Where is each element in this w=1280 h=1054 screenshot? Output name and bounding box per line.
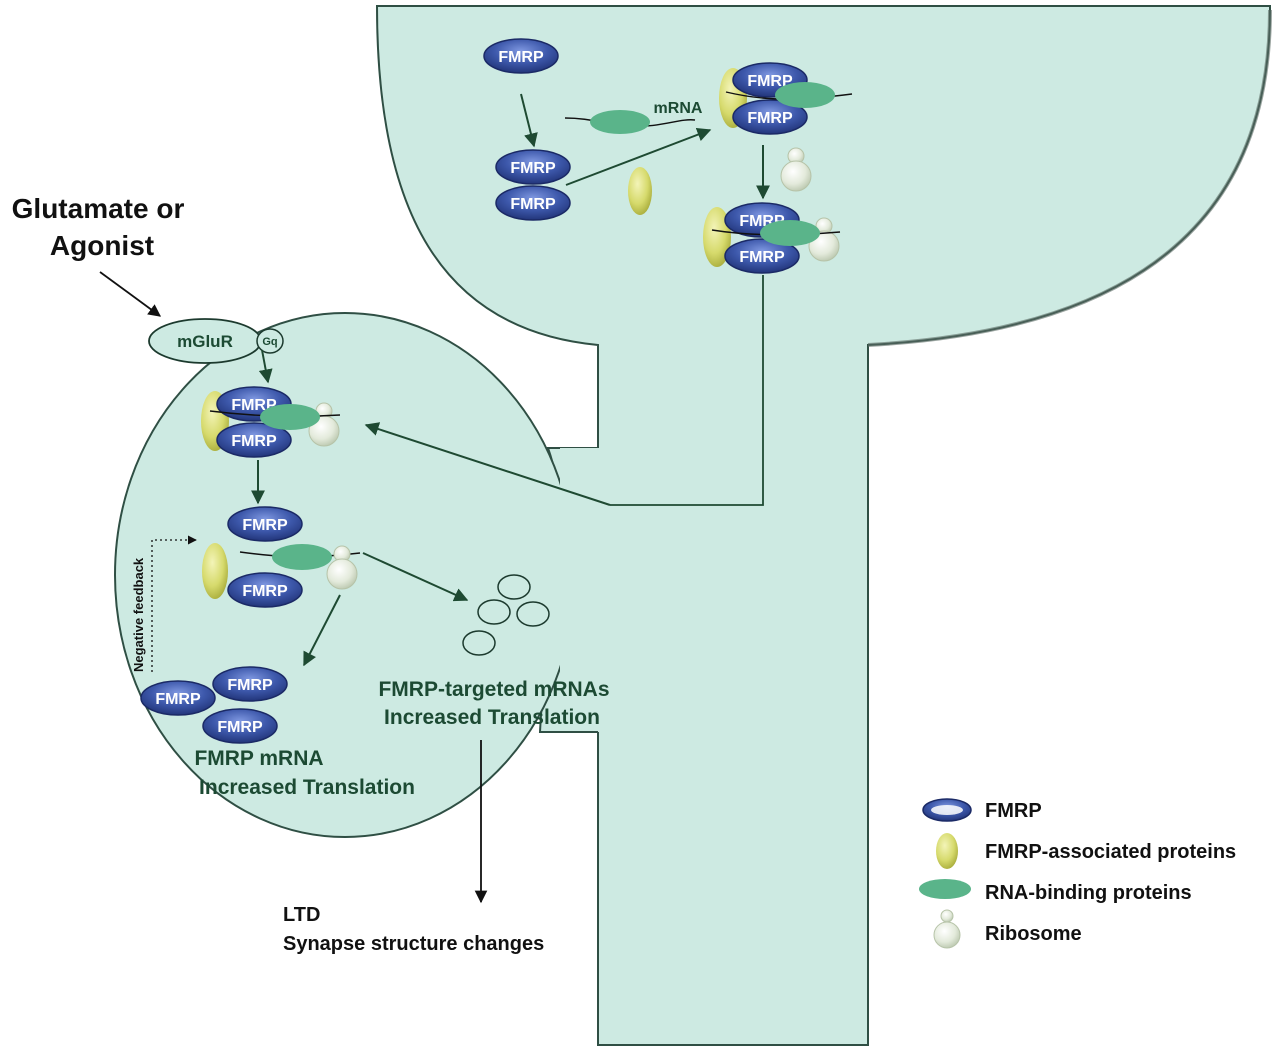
fmrp-mrna-caption-line1: FMRP mRNA — [194, 747, 323, 770]
outcome-line2: Synapse structure changes — [283, 933, 544, 955]
mglur-receptor: mGluR — [148, 318, 262, 364]
targeted-caption-line1: FMRP-targeted mRNAs — [378, 678, 609, 701]
svg-text:FMRP: FMRP — [747, 73, 793, 90]
svg-text:FMRP: FMRP — [231, 433, 277, 450]
protein-products — [462, 574, 550, 656]
legend-label-rbp: RNA-binding proteins — [985, 882, 1192, 904]
fmrp-released: FMRP — [227, 506, 303, 542]
legend-item-ribosome: Ribosome — [933, 909, 1082, 949]
mrna-label: mRNA — [654, 100, 703, 117]
negative-feedback-label: Negative feedback — [131, 557, 146, 672]
svg-text:FMRP: FMRP — [510, 160, 556, 177]
stimulus-arrow — [99, 271, 162, 317]
legend-label-fmrp: FMRP — [985, 800, 1042, 822]
svg-text:FMRP: FMRP — [739, 249, 785, 266]
fmrp-complex-bulb: FMRP FMRP — [201, 386, 341, 458]
fmrp-new-cluster: FMRP FMRP FMRP — [140, 666, 288, 744]
legend-item-rbp: RNA-binding proteins — [919, 879, 1192, 904]
legend: FMRP FMRP-associated proteins RNA-bindin… — [919, 798, 1236, 949]
fmrp-complex-1: FMRP FMRP — [719, 62, 853, 135]
fmrp-single-top: FMRP — [483, 38, 559, 74]
svg-text:FMRP: FMRP — [155, 691, 201, 708]
svg-text:FMRP: FMRP — [227, 677, 273, 694]
targeted-caption-line2: Increased Translation — [384, 706, 600, 729]
svg-text:FMRP: FMRP — [747, 110, 793, 127]
outcome-line1: LTD — [283, 904, 320, 926]
gq-label: Gq — [262, 336, 277, 348]
svg-text:FMRP: FMRP — [510, 196, 556, 213]
fmrp-mrna-caption-line2: Increased Translation — [199, 776, 415, 799]
negative-feedback-line — [151, 535, 197, 672]
translating-complex: FMRP — [202, 543, 361, 608]
transport-line — [610, 275, 764, 506]
legend-label-ribosome: Ribosome — [985, 923, 1082, 945]
stimulus-title-line2: Agonist — [50, 230, 154, 261]
mglur-label: mGluR — [177, 332, 233, 351]
fmrp-dimer-top: FMRP FMRP — [495, 149, 571, 221]
svg-text:FMRP: FMRP — [242, 583, 288, 600]
associated-protein-free — [628, 167, 652, 215]
fmrp-label: FMRP — [498, 49, 544, 66]
svg-text:FMRP: FMRP — [217, 719, 263, 736]
fmrp-associated-protein-icon — [936, 833, 958, 869]
arrow-dimerize — [520, 93, 538, 148]
legend-item-associated: FMRP-associated proteins — [936, 833, 1236, 869]
gq-arrow — [258, 349, 273, 384]
mrna-with-rbp: mRNA — [564, 100, 703, 134]
arrow-assemble — [565, 127, 712, 186]
legend-item-fmrp: FMRP — [922, 798, 1042, 822]
stimulus-title-line1: Glutamate or — [12, 193, 185, 224]
svg-text:FMRP: FMRP — [242, 517, 288, 534]
ribosome-icon — [933, 909, 961, 949]
transport-arrow — [364, 422, 611, 506]
gq-protein: Gq — [256, 328, 284, 354]
arrow-fmrp-synthesis — [303, 594, 341, 667]
rna-binding-protein-icon — [919, 879, 971, 899]
fmrp-complex-2: FMRP FMRP — [703, 202, 841, 274]
arrow-target-translation — [362, 552, 469, 602]
legend-label-associated: FMRP-associated proteins — [985, 841, 1236, 863]
